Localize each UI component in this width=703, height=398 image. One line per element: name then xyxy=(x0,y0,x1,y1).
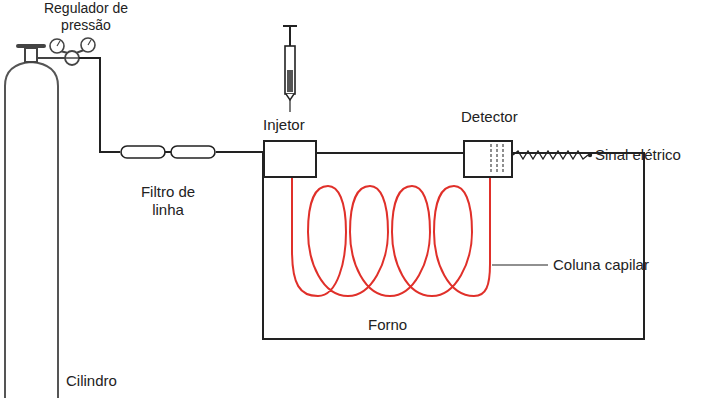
detector-cell xyxy=(465,142,511,176)
pressure-gauge xyxy=(81,38,95,52)
filter-capsule xyxy=(171,146,215,158)
gauge-needle xyxy=(57,41,60,46)
detector-label: Detector xyxy=(461,108,518,126)
syringe-barrel xyxy=(285,46,295,94)
gauge-needle xyxy=(88,40,91,45)
syringe-needle xyxy=(289,100,290,112)
syringe-tip xyxy=(286,94,294,100)
injector-box: Injetor xyxy=(263,140,317,178)
part-label: Sinal elétrico xyxy=(595,146,699,164)
regulator-pipe xyxy=(37,57,65,59)
capillary-column xyxy=(292,178,490,296)
oven-box: Forno xyxy=(262,152,645,340)
syringe-fluid xyxy=(287,70,293,92)
gas-line xyxy=(79,58,120,152)
detector-element xyxy=(496,144,497,174)
detector-box: Detector xyxy=(463,140,513,178)
detector-element xyxy=(490,144,491,174)
gas-cylinder xyxy=(5,62,58,398)
filter-label: Filtro de linha xyxy=(131,183,205,219)
regulator-bar xyxy=(66,57,78,59)
oven-label: Forno xyxy=(366,316,409,334)
part-label: Regulador de pressão xyxy=(40,0,132,34)
line-filter: Filtro de linha xyxy=(120,145,216,221)
filter-joint xyxy=(165,151,171,153)
gas-line xyxy=(216,151,263,153)
syringe-plunger xyxy=(289,26,291,48)
part-label: Coluna capilar xyxy=(553,256,673,274)
cylinder-valve xyxy=(25,48,37,62)
valve-handle xyxy=(18,44,44,48)
part-label: Cilindro xyxy=(66,372,156,390)
pressure-regulator xyxy=(65,51,79,65)
detector-element xyxy=(502,144,503,174)
filter-capsules xyxy=(120,145,216,159)
injector-label: Injetor xyxy=(263,116,305,134)
filter-capsule xyxy=(121,146,165,158)
pressure-gauge xyxy=(50,39,64,53)
leader-line xyxy=(492,264,548,265)
